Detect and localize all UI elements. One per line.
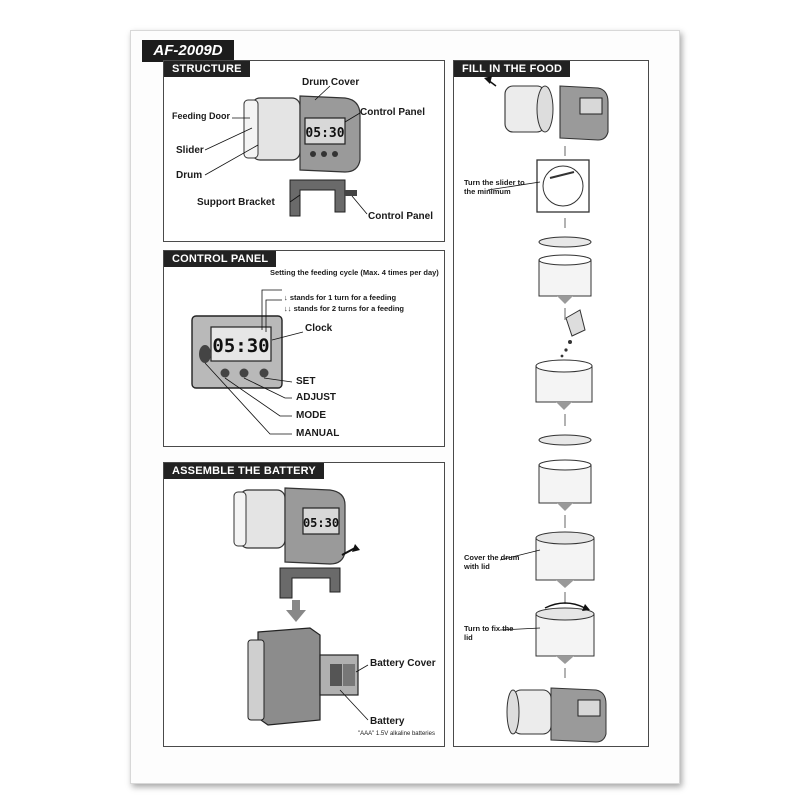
- two-turns-note: ↓↓ stands for 2 turns for a feeding: [284, 304, 405, 313]
- label-manual: MANUAL: [296, 428, 340, 439]
- label-mode: MODE: [296, 410, 326, 421]
- cycle-note: Setting the feeding cycle (Max. 4 times …: [270, 268, 439, 277]
- label-control-panel-top: Control Panel: [360, 107, 426, 118]
- step-cover-note: Cover the drum with lid: [464, 553, 520, 571]
- svg-text:05:30: 05:30: [305, 126, 344, 141]
- label-feeding-door: Feeding Door: [172, 111, 230, 121]
- label-clock: Clock: [305, 323, 333, 334]
- label-battery-cover: Battery Cover: [370, 658, 436, 669]
- structure-title: STRUCTURE: [164, 61, 250, 77]
- fill-food-title: FILL IN THE FOOD: [454, 61, 571, 77]
- label-control-panel-bottom: Control Panel: [368, 211, 434, 222]
- model-tag: AF-2009D: [142, 40, 234, 62]
- step-turn-note: Turn to fix the lid: [464, 624, 514, 642]
- svg-text:05:30: 05:30: [212, 335, 269, 357]
- svg-text:05:30: 05:30: [303, 516, 339, 530]
- label-battery: Battery: [370, 716, 405, 727]
- label-adjust: ADJUST: [296, 392, 337, 403]
- label-set: SET: [296, 376, 316, 387]
- battery-title: ASSEMBLE THE BATTERY: [164, 463, 324, 479]
- label-drum: Drum: [176, 170, 203, 181]
- battery-note: "AAA" 1.5V alkaline batteries: [358, 731, 435, 737]
- control-panel-title: CONTROL PANEL: [164, 251, 277, 267]
- one-turn-note: ↓ stands for 1 turn for a feeding: [284, 293, 397, 302]
- step-slider-note: Turn the slider to the minimum: [464, 178, 525, 196]
- label-slider: Slider: [176, 145, 204, 156]
- label-drum-cover: Drum Cover: [302, 77, 360, 88]
- label-support-bracket: Support Bracket: [197, 197, 275, 208]
